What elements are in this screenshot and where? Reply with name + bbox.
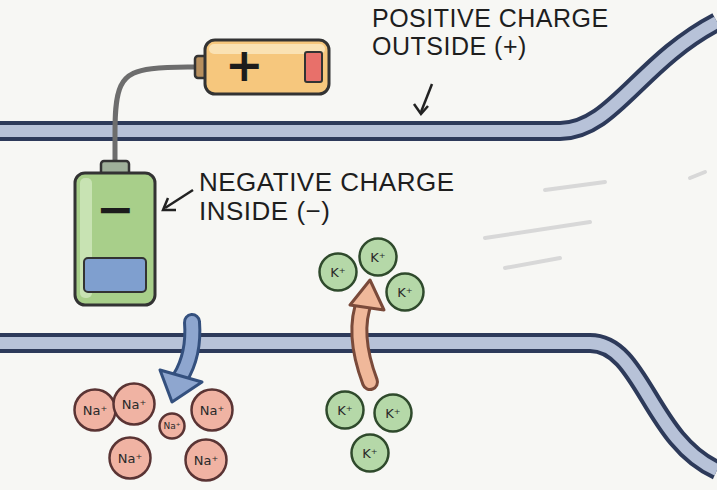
leader-arrowhead <box>414 104 428 114</box>
brush-stroke <box>485 222 590 238</box>
battery-body <box>205 40 329 94</box>
ion-circle <box>186 440 227 481</box>
ion-circle <box>360 239 397 276</box>
charge-label: POSITIVE CHARGE OUTSIDE (+) <box>372 4 647 60</box>
ion-symbol: K⁺ <box>330 265 345 280</box>
leader-arrowhead <box>163 198 176 210</box>
sodium-arrow-shaft <box>180 322 192 378</box>
potassium-arrow-shaft <box>359 300 370 382</box>
charge-label: NEGATIVE CHARGE INSIDE (−) <box>199 168 499 226</box>
ion-symbol: Na⁺ <box>194 453 219 468</box>
potassium-ion: K⁺ <box>358 237 398 277</box>
potassium-ion: K⁺ <box>373 393 413 433</box>
battery-sign: − <box>96 186 135 232</box>
ion-symbol: Na⁺ <box>164 421 181 431</box>
node-shape <box>72 160 158 308</box>
sodium-ion: Na⁺ <box>190 388 234 432</box>
sodium-arrow-outline <box>180 322 192 378</box>
ion-symbol: K⁺ <box>385 406 400 421</box>
brush-stroke <box>505 258 560 268</box>
ion-symbol: K⁺ <box>337 403 352 418</box>
ion-circle <box>320 254 357 291</box>
potassium-ion: K⁺ <box>350 433 390 473</box>
negative-battery: − <box>72 160 158 308</box>
positive-battery: + <box>195 38 332 96</box>
charge-indicator <box>84 258 146 292</box>
battery-wire <box>115 67 195 160</box>
potassium-ion: K⁺ <box>318 252 358 292</box>
ion-circle <box>160 414 185 439</box>
ion-symbol: Na⁺ <box>118 451 143 466</box>
sodium-ion: Na⁺ <box>73 388 117 432</box>
brush-stroke <box>545 182 605 190</box>
ion-symbol: K⁺ <box>362 446 377 461</box>
brush-strokes <box>485 172 705 268</box>
ion-symbol: K⁺ <box>397 285 412 300</box>
ion-symbol: Na⁺ <box>122 397 147 412</box>
brush-stroke <box>690 172 705 178</box>
ion-circle <box>110 438 151 479</box>
battery-sign: + <box>225 42 264 88</box>
ion-symbol: Na⁺ <box>83 403 108 418</box>
battery-body <box>75 173 155 305</box>
potassium-ion: K⁺ <box>325 390 365 430</box>
ion-circle <box>327 392 364 429</box>
charge-indicator <box>305 52 322 82</box>
ion-circle <box>75 390 116 431</box>
ion-circle <box>375 395 412 432</box>
ion-circle <box>114 384 155 425</box>
upper-membrane-outline <box>0 22 717 131</box>
sodium-ion: Na⁺ <box>108 436 152 480</box>
potassium-arrow-head <box>350 280 384 310</box>
potassium-arrow-outline <box>359 300 370 382</box>
upper-membrane <box>0 22 717 131</box>
ion-circle <box>192 390 233 431</box>
potassium-ion: K⁺ <box>385 272 425 312</box>
sodium-ion: Na⁺ <box>158 412 186 440</box>
sodium-ion: Na⁺ <box>112 382 156 426</box>
sodium-ion: Na⁺ <box>184 438 228 482</box>
ion-symbol: K⁺ <box>370 250 385 265</box>
ion-symbol: Na⁺ <box>200 403 225 418</box>
ion-circle <box>352 435 389 472</box>
leader-line <box>165 190 193 208</box>
ion-circle <box>387 274 424 311</box>
